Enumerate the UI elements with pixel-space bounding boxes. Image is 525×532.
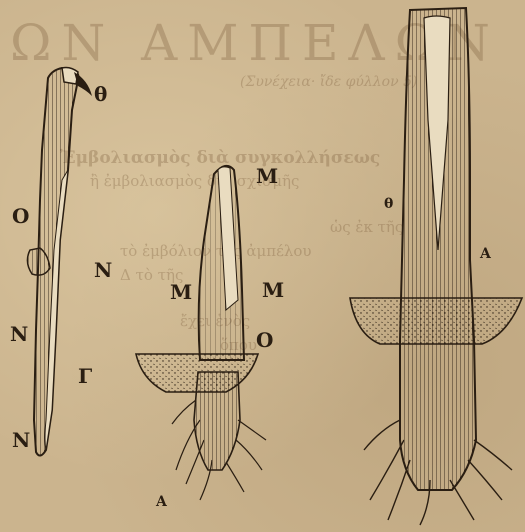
label-n-left: N bbox=[94, 258, 112, 282]
label-n2-left: N bbox=[10, 322, 28, 346]
scion-cutting bbox=[27, 68, 92, 456]
rootstock-large bbox=[350, 8, 522, 525]
label-o-left: O bbox=[12, 204, 29, 228]
label-a-right: A bbox=[480, 246, 491, 262]
label-gamma-left: Γ bbox=[78, 364, 92, 388]
label-a-mid: A bbox=[156, 494, 167, 510]
label-theta-right: θ bbox=[384, 196, 393, 212]
label-m-right: M bbox=[262, 278, 284, 302]
rootstock-small bbox=[136, 166, 266, 500]
label-theta-left: θ bbox=[94, 82, 107, 106]
label-n3-left: N bbox=[12, 428, 30, 452]
label-o-mid: O bbox=[256, 328, 273, 352]
label-m-top: M bbox=[256, 164, 278, 188]
label-m-left: M bbox=[170, 280, 192, 304]
